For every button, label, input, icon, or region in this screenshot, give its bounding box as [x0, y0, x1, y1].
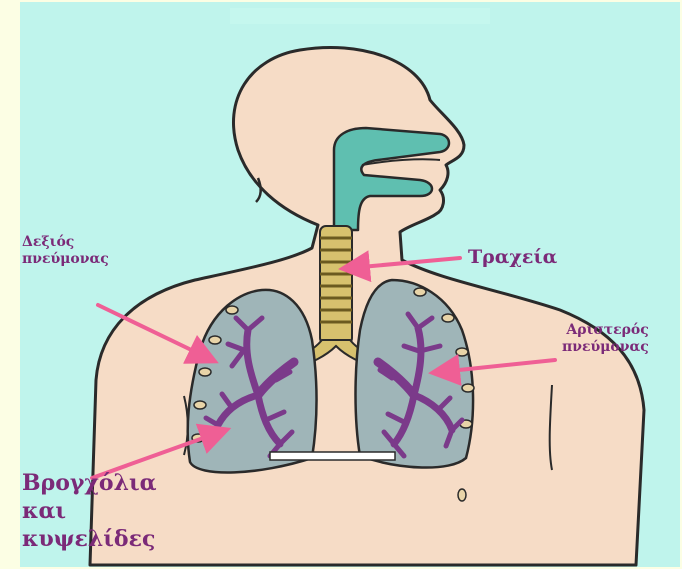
diaphragm: [270, 452, 395, 460]
label-left-lung: Αριστερός πνεύμονας: [562, 322, 649, 356]
label-trachea: Τραχεία: [468, 246, 557, 269]
backdrop-highlight: [230, 8, 490, 24]
label-left-lung-line2: πνεύμονας: [562, 339, 649, 356]
label-right-lung-line2: πνεύμονας: [22, 251, 109, 268]
label-bronchioles-line1: Βρογχόλια: [22, 470, 157, 498]
label-bronchioles-alveoli: Βρογχόλια και κυψελίδες: [22, 470, 157, 554]
label-left-lung-line1: Αριστερός: [562, 322, 649, 339]
label-right-lung: Δεξιός πνεύμονας: [22, 234, 109, 268]
label-bronchioles-line3: κυψελίδες: [22, 526, 157, 554]
label-right-lung-line1: Δεξιός: [22, 234, 109, 251]
label-bronchioles-line2: και: [22, 498, 157, 526]
